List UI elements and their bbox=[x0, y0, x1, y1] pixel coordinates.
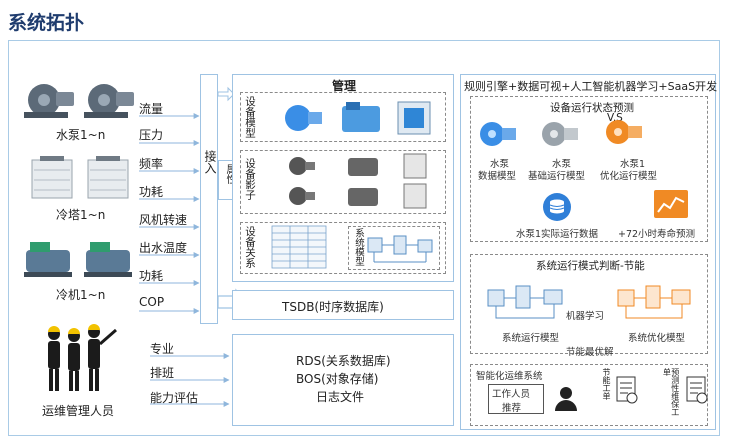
worker-recommend-box bbox=[488, 384, 544, 414]
param-outlet-temp: 出水温度 bbox=[139, 241, 188, 255]
rds-label: RDS(关系数据库) bbox=[296, 354, 391, 368]
pump-label: 水泵1~n bbox=[56, 128, 106, 142]
param-power-2: 功耗 bbox=[139, 269, 164, 283]
pump-data-model-l1: 水泵 bbox=[490, 159, 510, 170]
pump-opt-model-l2: 优化运行模型 bbox=[600, 171, 658, 182]
system-opt-model-diagram bbox=[617, 285, 691, 319]
ops-param-schedule: 排班 bbox=[150, 366, 175, 380]
database-icon bbox=[543, 193, 571, 221]
ticket-icon bbox=[616, 376, 638, 404]
pump-opt-model-icon bbox=[606, 120, 642, 144]
device-shadow-images bbox=[289, 153, 427, 209]
energy-ticket-label: 节能工单 bbox=[602, 368, 611, 400]
chiller-label: 冷机1~n bbox=[56, 288, 106, 302]
device-model-images bbox=[285, 101, 431, 135]
ai-panel-header: 规则引擎+数据可视+人工智能机器学习+SaaS开发 bbox=[464, 80, 718, 93]
system-model-diagram bbox=[367, 235, 433, 263]
energy-opt-label: 节能最优解 bbox=[566, 347, 614, 358]
device-shadow-label: 设备影子 bbox=[244, 158, 256, 200]
sys-run-model-label: 系统运行模型 bbox=[502, 333, 560, 344]
pump-data-model-l2: 数据模型 bbox=[478, 171, 517, 182]
ops-param-ability: 能力评估 bbox=[150, 391, 199, 405]
pump-opt-model-l1: 水泵1 bbox=[620, 159, 646, 170]
param-flow: 流量 bbox=[139, 102, 164, 116]
pump-data-model-icon bbox=[480, 122, 516, 146]
pump-base-model-icon bbox=[542, 122, 578, 146]
tsdb-label: TSDB(时序数据库) bbox=[282, 300, 384, 314]
param-power: 功耗 bbox=[139, 185, 164, 199]
ml-label: 机器学习 bbox=[566, 311, 605, 322]
access-column bbox=[200, 74, 218, 324]
log-label: 日志文件 bbox=[316, 390, 365, 404]
param-cop: COP bbox=[139, 295, 165, 309]
topology-frame bbox=[8, 40, 720, 436]
system-model-label: 系统模型 bbox=[353, 228, 364, 266]
cooling-tower-icon bbox=[31, 156, 129, 199]
pump-icon bbox=[24, 84, 134, 118]
pump-actual-data-label: 水泵1实际运行数据 bbox=[516, 229, 599, 240]
chiller-icon bbox=[24, 242, 132, 277]
pump-base-model-l1: 水泵 bbox=[552, 159, 572, 170]
page-title: 系统拓扑 bbox=[8, 12, 85, 34]
ops-param-major: 专业 bbox=[150, 342, 175, 356]
worker-recommend-l1: 工作人员 bbox=[492, 389, 531, 400]
user-icon bbox=[555, 387, 577, 411]
device-relation-label: 设备关系 bbox=[244, 226, 256, 268]
device-model-label: 设备模型 bbox=[244, 96, 256, 138]
tower-label: 冷塔1~n bbox=[56, 208, 106, 222]
people-icon bbox=[48, 324, 117, 391]
db-box bbox=[232, 334, 454, 426]
access-label: 接入 bbox=[203, 150, 217, 174]
param-frequency: 频率 bbox=[139, 157, 164, 171]
param-pressure: 压力 bbox=[139, 128, 164, 142]
param-fan-speed: 风机转速 bbox=[139, 213, 188, 227]
predict-title: 设备运行状态预测 bbox=[550, 102, 634, 114]
attr-label: 属性 bbox=[224, 164, 235, 184]
bos-label: BOS(对象存储) bbox=[296, 372, 379, 386]
life-chart-icon bbox=[654, 190, 688, 218]
predict-ticket-label: 预测性维保工单 bbox=[662, 368, 680, 416]
ops-label: 运维管理人员 bbox=[42, 404, 115, 418]
system-run-model-diagram bbox=[487, 285, 563, 319]
mode-title: 系统运行模式判断-节能 bbox=[536, 260, 645, 272]
pump-base-model-l2: 基础运行模型 bbox=[528, 171, 586, 182]
worker-recommend-l2: 推荐 bbox=[502, 403, 522, 414]
smart-ops-box bbox=[470, 364, 708, 426]
smart-ops-title: 智能化运维系统 bbox=[476, 371, 543, 382]
management-title: 管理 bbox=[332, 79, 357, 93]
relation-table-icon bbox=[271, 225, 327, 269]
mode-box bbox=[470, 254, 708, 354]
tsdb-box bbox=[232, 290, 454, 320]
sys-opt-model-label: 系统优化模型 bbox=[628, 333, 686, 344]
life-predict-label: +72小时寿命预测 bbox=[618, 229, 696, 240]
ticket-icon-2 bbox=[686, 376, 708, 404]
